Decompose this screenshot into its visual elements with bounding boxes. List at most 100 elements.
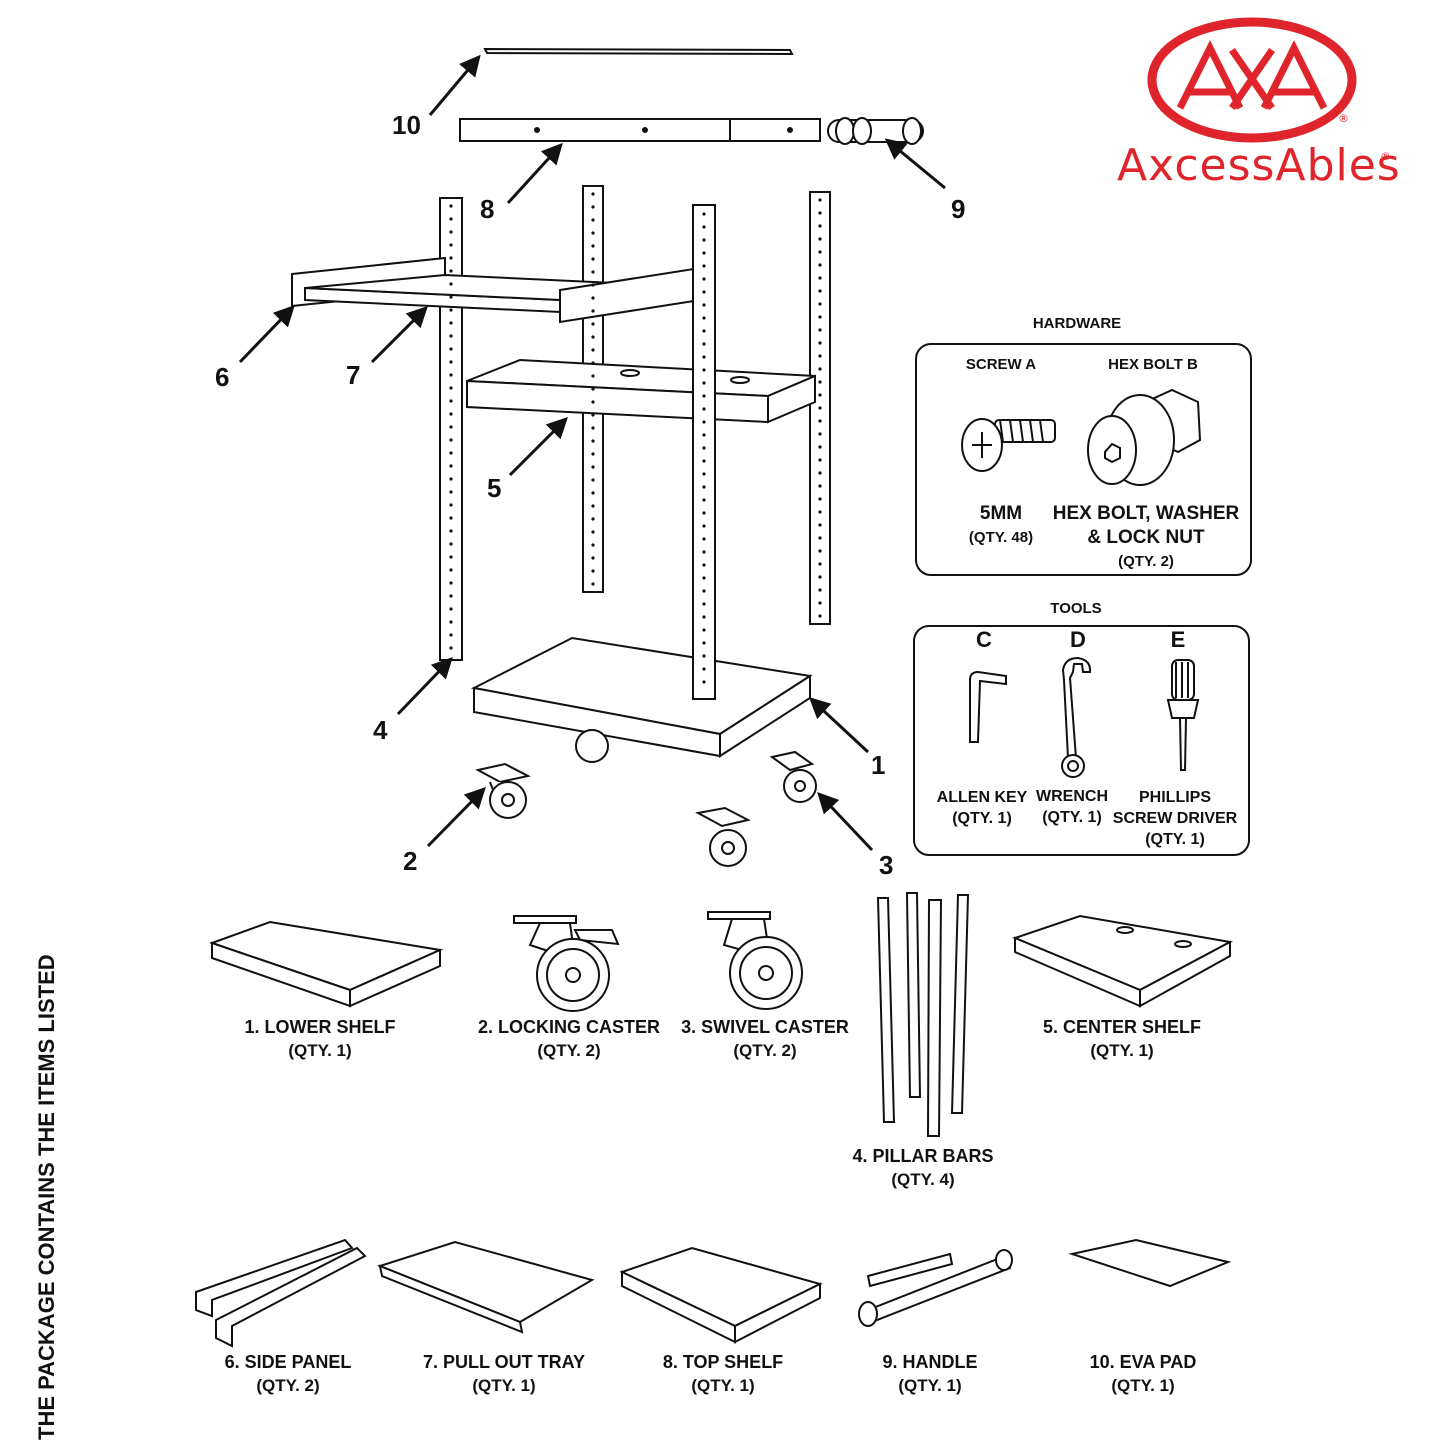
callout-arrows — [238, 54, 946, 852]
pillar-hole — [591, 439, 595, 443]
pillar-hole — [449, 373, 453, 377]
pillar-hole — [449, 594, 453, 598]
pillar-hole — [591, 322, 595, 326]
callout-7: 7 — [346, 360, 361, 390]
part-caption-10: 10. EVA PAD (QTY. 1) — [1090, 1350, 1197, 1398]
lower-shelf-part — [208, 920, 444, 1008]
part-caption-1: 1. LOWER SHELF (QTY. 1) — [244, 1015, 395, 1063]
pillar-hole — [591, 283, 595, 287]
pillar-hole — [818, 289, 822, 293]
pillar-hole — [449, 620, 453, 624]
registered-mark-2: ® — [1380, 150, 1391, 163]
pillar-hole — [702, 238, 706, 242]
pillar-hole — [449, 503, 453, 507]
pillar-hole — [449, 607, 453, 611]
screw-icon — [961, 418, 1056, 472]
pillar-hole — [818, 315, 822, 319]
pillar-hole — [449, 451, 453, 455]
part-qty-6: (QTY. 2) — [256, 1376, 320, 1395]
screw-a-size: 5MM — [979, 503, 1023, 524]
pillar-hole — [591, 426, 595, 430]
hex-bolt-b-details: HEX BOLT, WASHER & LOCK NUT (QTY. 2) — [1053, 502, 1240, 574]
pillar-hole — [702, 290, 706, 294]
wrench-name: WRENCH — [1036, 788, 1108, 805]
pillar-hole — [818, 263, 822, 267]
pillar-hole — [702, 264, 706, 268]
top-shelf-part — [619, 1246, 823, 1344]
part-qty-9: (QTY. 1) — [898, 1376, 962, 1395]
pillar-hole — [591, 491, 595, 495]
pillar-hole — [449, 477, 453, 481]
brand-logo — [1147, 17, 1357, 143]
hardware-title: HARDWARE — [1032, 315, 1122, 332]
pillar-hole — [818, 471, 822, 475]
pillar-hole — [702, 225, 706, 229]
pillar-hole — [449, 295, 453, 299]
pillar-hole — [591, 452, 595, 456]
registered-mark: ® — [1338, 112, 1349, 125]
pillar-hole — [818, 601, 822, 605]
pillar-hole — [702, 277, 706, 281]
pillar-hole — [449, 269, 453, 273]
pillar-hole — [591, 231, 595, 235]
pillar-hole — [591, 478, 595, 482]
caster-locking-exploded — [475, 762, 531, 819]
pillar-hole — [449, 568, 453, 572]
pillar-hole — [818, 380, 822, 384]
pillar-hole — [818, 224, 822, 228]
part-caption-3: 3. SWIVEL CASTER (QTY. 2) — [681, 1015, 849, 1063]
screw-a-qty: (QTY. 48) — [968, 529, 1034, 546]
eva-pad-exploded — [483, 47, 794, 56]
part-qty-3: (QTY. 2) — [733, 1041, 797, 1060]
pillar-hole — [702, 212, 706, 216]
part-name-10: 10. EVA PAD — [1089, 1352, 1197, 1372]
part-qty-1: (QTY. 1) — [288, 1041, 352, 1060]
part-caption-6: 6. SIDE PANEL (QTY. 2) — [225, 1350, 352, 1398]
pillar-hole — [591, 569, 595, 573]
pillar-hole — [818, 497, 822, 501]
pillar-hole — [449, 334, 453, 338]
pillar-hole — [702, 680, 706, 684]
pillar-hole — [818, 328, 822, 332]
hex-bolt-b-qty: (QTY. 2) — [1118, 553, 1174, 570]
callout-3: 3 — [879, 850, 894, 880]
pillar-hole — [818, 198, 822, 202]
pillar-hole — [702, 472, 706, 476]
pillar-hole — [591, 517, 595, 521]
brand-name: AxcessAbles — [1117, 140, 1401, 191]
screwdriver-name-2: SCREW DRIVER — [1112, 810, 1238, 827]
pillar-hole — [591, 270, 595, 274]
pillar-hole — [818, 250, 822, 254]
part-name-8: 8. TOP SHELF — [662, 1352, 784, 1372]
allen-key-qty: (QTY. 1) — [952, 810, 1012, 827]
part-caption-5: 5. CENTER SHELF (QTY. 1) — [1043, 1015, 1201, 1063]
pillar-hole — [591, 582, 595, 586]
pillar-hole — [702, 316, 706, 320]
part-qty-2: (QTY. 2) — [537, 1041, 601, 1060]
screw-a-details: 5MM (QTY. 48) — [969, 502, 1033, 550]
hex-bolt-icon — [1087, 388, 1202, 486]
side-panel-part — [195, 1238, 367, 1348]
pillar-hole — [449, 581, 453, 585]
pillar-hole — [702, 368, 706, 372]
pillar-hole — [591, 374, 595, 378]
pillar-hole — [702, 407, 706, 411]
pillar-hole — [702, 563, 706, 567]
callout-5: 5 — [487, 473, 502, 503]
pillar-hole — [818, 549, 822, 553]
pillar-hole — [818, 211, 822, 215]
screwdriver-qty: (QTY. 1) — [1145, 831, 1205, 848]
part-caption-8: 8. TOP SHELF (QTY. 1) — [663, 1350, 783, 1398]
pillar-hole — [702, 641, 706, 645]
pillar-hole — [449, 347, 453, 351]
pillar-hole — [591, 348, 595, 352]
allen-key-label: ALLEN KEY (QTY. 1) — [937, 787, 1028, 829]
part-name-7: 7. PULL OUT TRAY — [422, 1352, 586, 1372]
pillar-hole — [702, 355, 706, 359]
pillar-hole — [591, 218, 595, 222]
pillar-hole — [818, 458, 822, 462]
pillar-hole — [702, 615, 706, 619]
part-qty-5: (QTY. 1) — [1090, 1041, 1154, 1060]
pillar-hole — [449, 425, 453, 429]
pillar-hole — [449, 217, 453, 221]
